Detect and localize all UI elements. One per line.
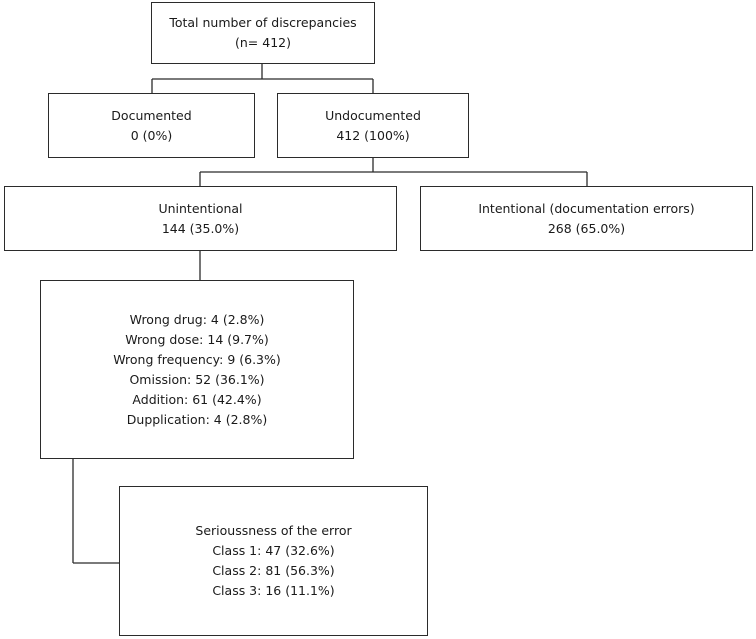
undocumented-box: Undocumented 412 (100%) [277,93,469,158]
seriousness-class: Class 1: 47 (32.6%) [212,543,335,558]
documented-value: 0 (0%) [130,127,173,143]
seriousness-class: Class 2: 81 (56.3%) [212,563,335,578]
error-type-item: Wrong dose: 14 (9.7%) [125,331,269,347]
error-types-box: Wrong drug: 4 (2.8%) Wrong dose: 14 (9.7… [40,280,354,459]
total-value: (n= 412) [235,35,291,50]
unintentional-title: Unintentional [158,200,243,216]
error-type-item: Wrong frequency: 9 (6.3%) [113,351,281,367]
seriousness-class: Class 3: 16 (11.1%) [212,583,335,598]
intentional-value: 268 (65.0%) [547,220,626,236]
error-type-item: Omission: 52 (36.1%) [129,371,265,387]
seriousness-box: Serioussness of the error Class 1: 47 (3… [119,486,428,636]
unintentional-box: Unintentional 144 (35.0%) [4,186,397,251]
total-title: Total number of discrepancies [169,15,357,30]
error-type-item: Dupplication: 4 (2.8%) [126,411,268,427]
documented-title: Documented [111,107,192,123]
intentional-title: Intentional (documentation errors) [478,200,695,216]
intentional-box: Intentional (documentation errors) 268 (… [420,186,753,251]
total-discrepancies-box: Total number of discrepancies (n= 412) [151,2,375,64]
undocumented-value: 412 (100%) [336,127,410,143]
unintentional-value: 144 (35.0%) [161,220,240,236]
error-type-item: Wrong drug: 4 (2.8%) [129,311,265,327]
error-type-item: Addition: 61 (42.4%) [132,391,262,407]
seriousness-title: Serioussness of the error [195,523,352,538]
undocumented-title: Undocumented [325,107,421,123]
documented-box: Documented 0 (0%) [48,93,255,158]
